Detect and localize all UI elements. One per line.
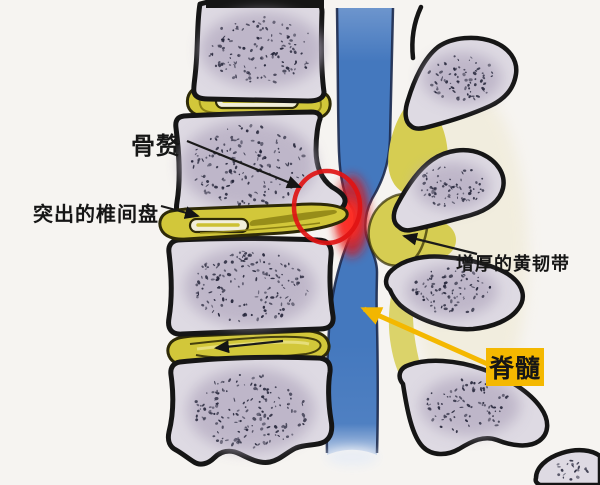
intervertebral-disc-2-protruding	[158, 202, 349, 241]
stenosis-highlight-circle	[291, 168, 363, 246]
label-osteophyte: 骨赘	[131, 133, 181, 160]
spinous-process-3	[383, 254, 526, 332]
spinal-cord-arrow	[360, 306, 494, 369]
vertebral-body-2	[173, 109, 348, 223]
vertebral-body-3	[166, 236, 336, 337]
ligament-arrow	[402, 232, 478, 256]
label-herniated-disc: 突出的椎间盘	[33, 204, 159, 226]
herniated-disc-arrow	[160, 204, 200, 219]
label-spinal-cord-box: 脊髓	[486, 348, 544, 386]
label-ligamentum-flavum: 增厚的黄韧带	[456, 254, 570, 274]
vertebral-body-4	[165, 354, 335, 467]
disc-direction-arrow	[214, 339, 284, 354]
canal-bottom-fade	[326, 448, 378, 466]
spinous-process-1	[403, 4, 519, 131]
spinous-process-5	[533, 447, 600, 485]
vertebral-body-1	[191, 0, 327, 104]
osteophyte-arrow	[186, 139, 302, 189]
spinous-process-2	[391, 147, 506, 233]
